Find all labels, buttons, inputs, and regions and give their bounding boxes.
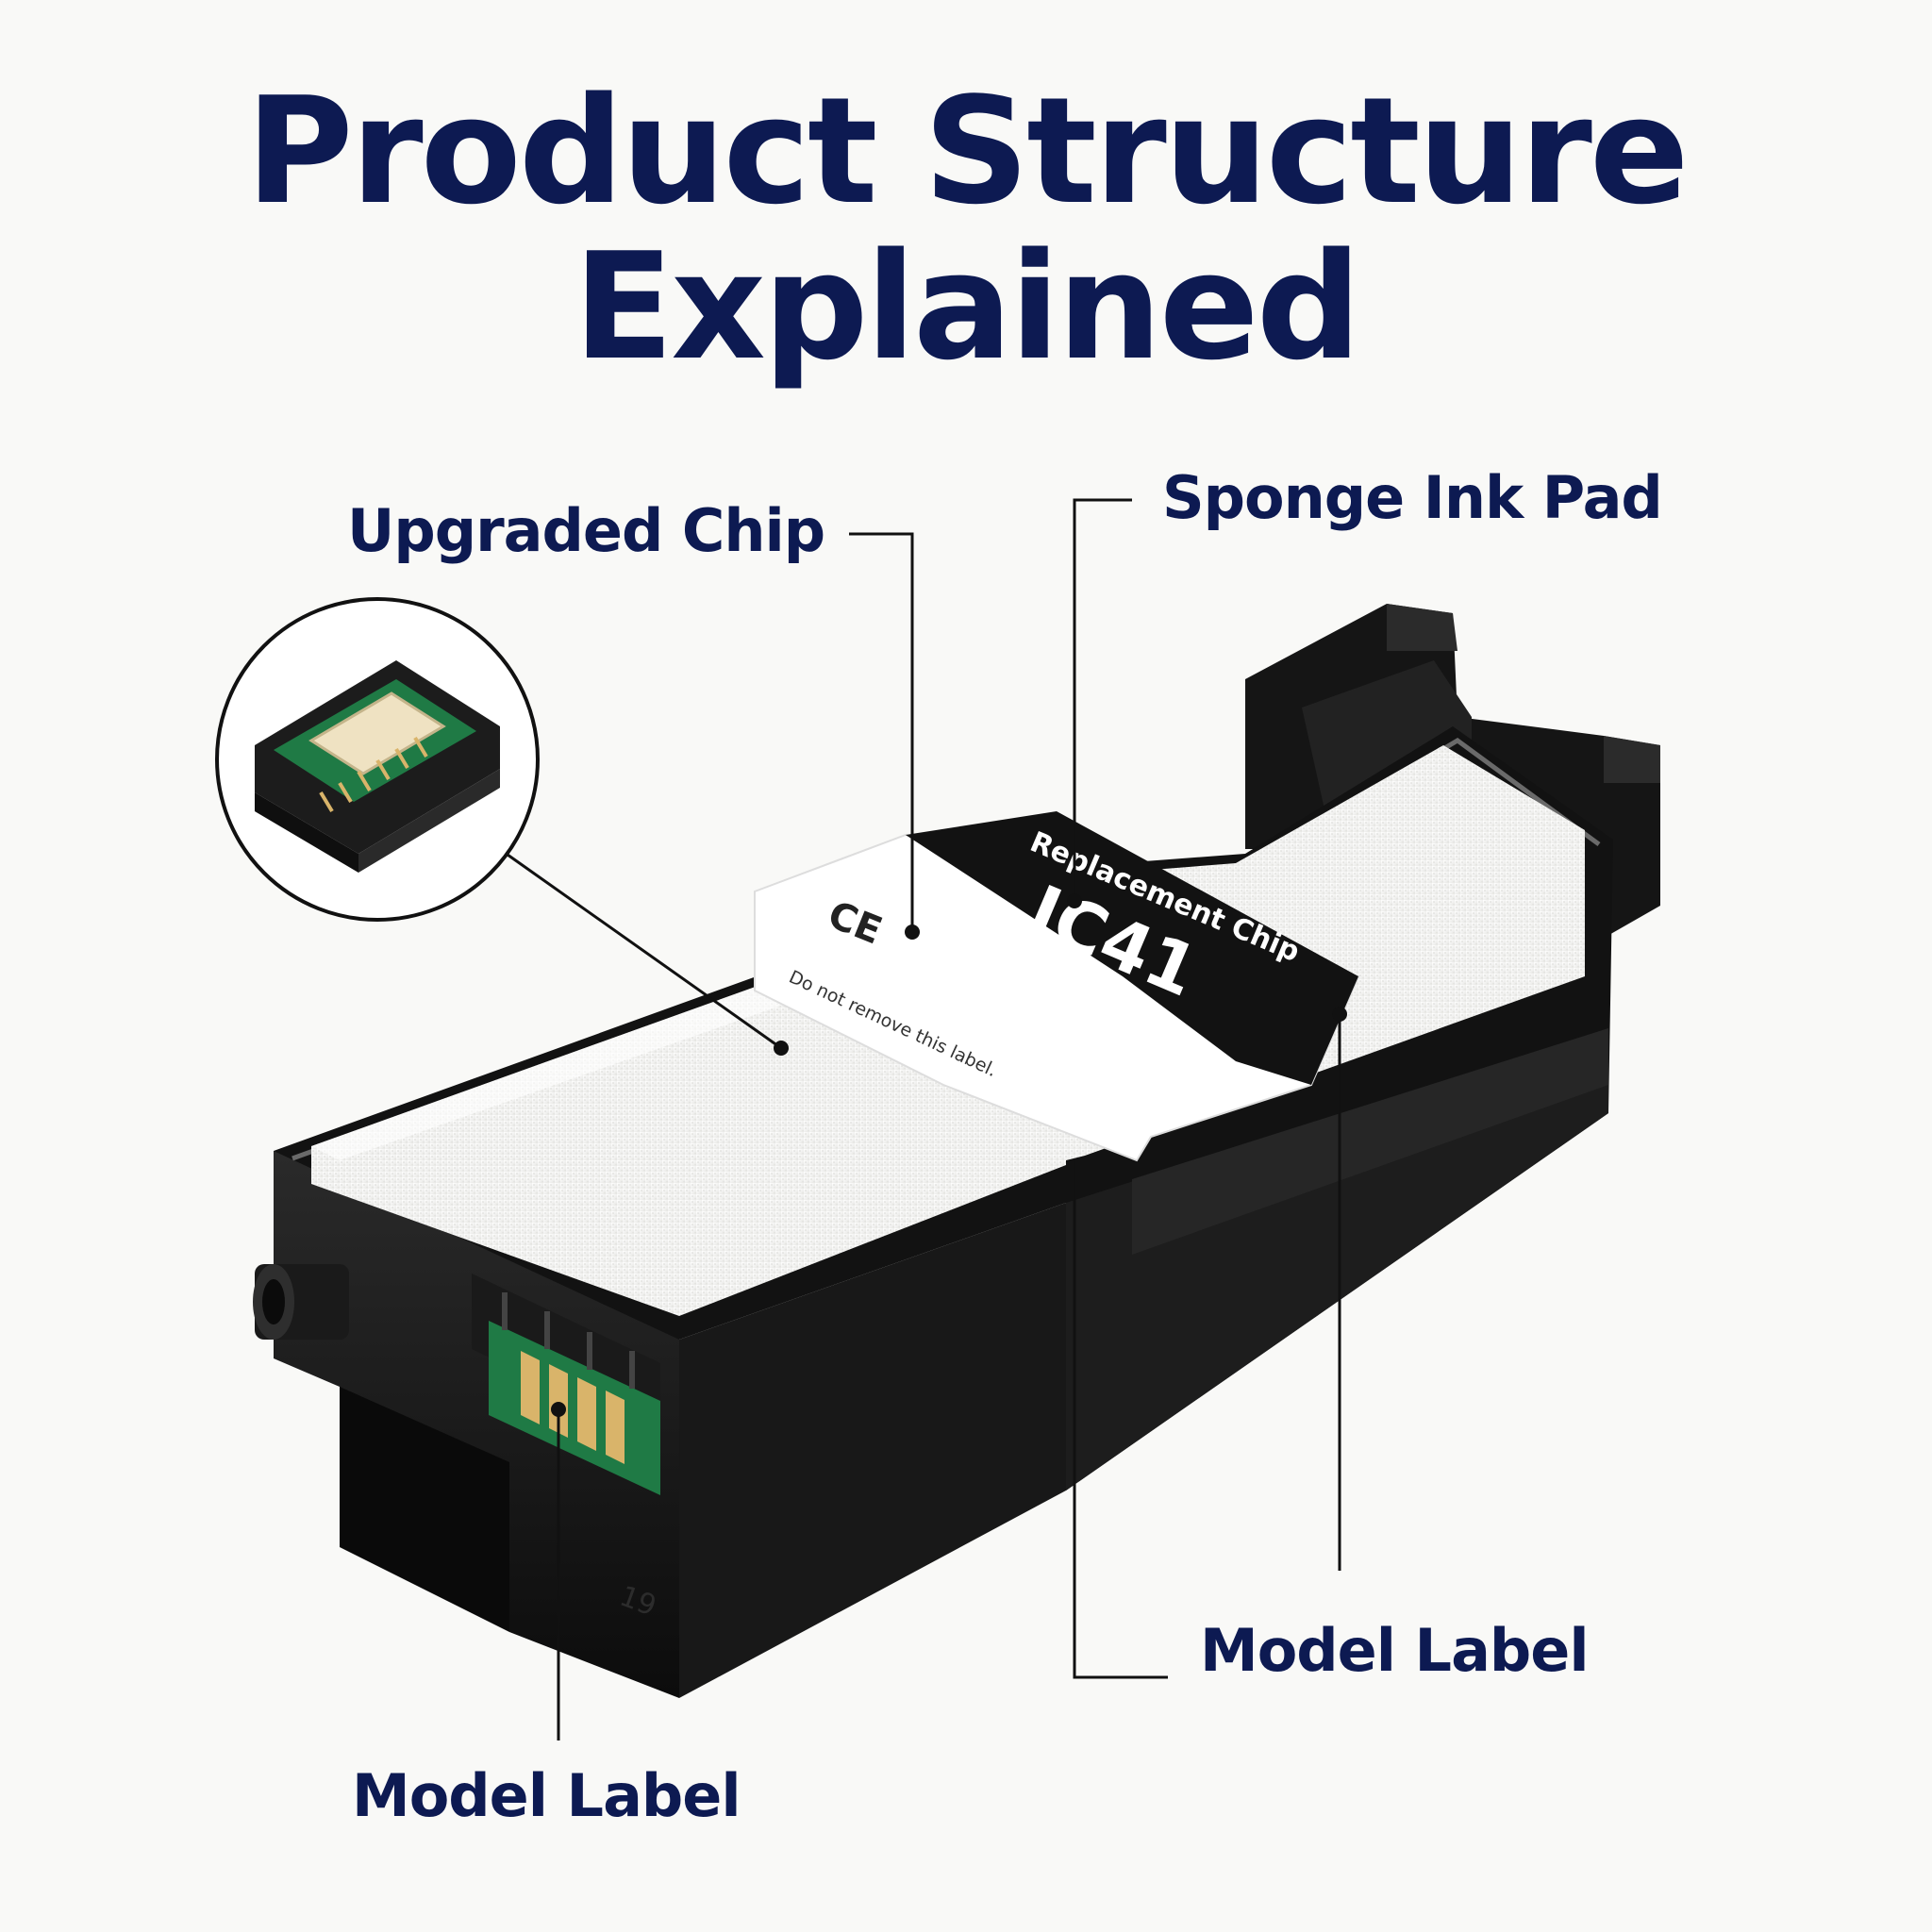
callout-sponge-ink-pad: Sponge Ink Pad xyxy=(1162,463,1663,532)
front-chip xyxy=(472,1274,660,1495)
page-title-line-1: Product Structure xyxy=(245,65,1689,237)
leader-line-sponge-ink-pad xyxy=(1073,498,1132,901)
leader-lines xyxy=(507,498,1341,1740)
page-title-line-2: Explained xyxy=(573,221,1362,392)
leader-dots xyxy=(551,893,1347,1417)
leader-dot-chip-inset xyxy=(774,1041,789,1056)
sticker: Replacement Chip IC41 CE Do not remove t… xyxy=(754,811,1360,1162)
leader-dot-upgraded-chip xyxy=(905,924,920,940)
callout-upgraded-chip: Upgraded Chip xyxy=(347,496,825,565)
leader-dot-model-label-right xyxy=(1332,1007,1347,1022)
outlet-nozzle xyxy=(253,1264,349,1340)
leader-line-upgraded-chip xyxy=(849,532,914,932)
chip-inset xyxy=(215,597,540,922)
leader-line-model-label-right xyxy=(1073,1160,1168,1679)
callout-model-label-right: Model Label xyxy=(1200,1616,1590,1685)
leader-line-chip-inset xyxy=(507,853,782,1050)
leader-dot-sponge-ink-pad xyxy=(1067,893,1082,908)
page-title: Product Structure Explained xyxy=(0,74,1932,385)
leader-dot-model-label-bottom xyxy=(551,1402,566,1417)
callout-model-label-bottom: Model Label xyxy=(352,1761,741,1830)
